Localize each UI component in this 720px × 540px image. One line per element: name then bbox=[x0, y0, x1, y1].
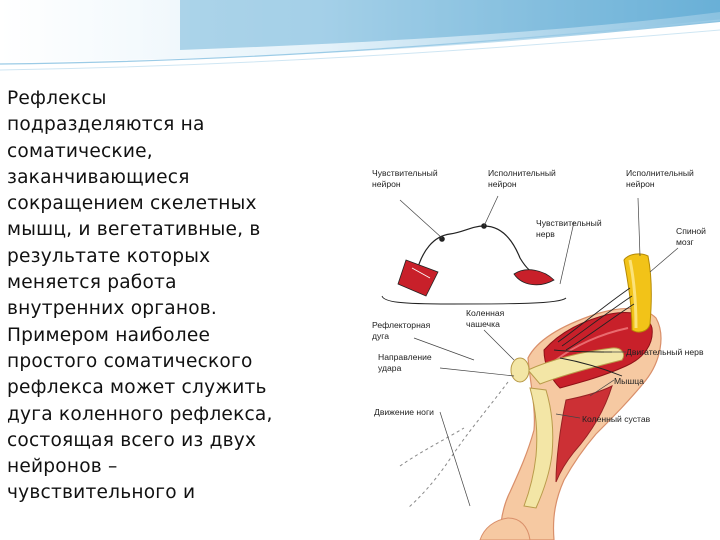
body-line: соматические, bbox=[7, 140, 153, 162]
body-line: чувствительного и bbox=[7, 482, 196, 504]
body-line: состоящая всего из двух bbox=[7, 429, 257, 451]
figure-labels: Чувствительный нейрон Исполнительный ней… bbox=[372, 168, 706, 424]
label-spinal-cord: Спиной bbox=[676, 226, 706, 236]
tibia-bone bbox=[523, 387, 554, 509]
label-sensory-nerve: Чувствительный bbox=[536, 218, 602, 228]
body-line: Примером наиболее bbox=[7, 324, 211, 346]
label-knee-joint: Коленный сустав bbox=[582, 414, 651, 424]
kneecap bbox=[510, 357, 530, 383]
body-line: нейронов – bbox=[7, 456, 118, 478]
label-executive-neuron-b-2: нейрон bbox=[626, 179, 655, 189]
leg-movement-outline bbox=[399, 381, 509, 509]
label-leaders bbox=[399, 195, 679, 507]
body-line: рефлекса может служить bbox=[7, 377, 267, 399]
body-line: дуга коленного рефлекса, bbox=[7, 403, 273, 425]
label-reflex-arc-2: дуга bbox=[372, 331, 389, 341]
body-line: подразделяются на bbox=[7, 114, 205, 136]
label-executive-neuron-2: нейрон bbox=[488, 179, 517, 189]
label-kneecap: Коленная bbox=[466, 308, 505, 318]
label-sensory-neuron: Чувствительный bbox=[372, 168, 438, 178]
label-muscle: Мышца bbox=[614, 376, 644, 386]
label-leg-movement: Движение ноги bbox=[374, 407, 434, 417]
body-line: Рефлексы bbox=[7, 88, 107, 109]
header-decoration bbox=[0, 0, 720, 71]
label-executive-neuron-b: Исполнительный bbox=[626, 168, 694, 178]
label-direction-2: удара bbox=[378, 363, 402, 373]
body-line: результате которых bbox=[7, 245, 211, 267]
body-line: внутренних органов. bbox=[7, 298, 218, 320]
label-kneecap-2: чашечка bbox=[466, 319, 500, 329]
body-line: сокращением скелетных bbox=[7, 193, 257, 215]
body-line: меняется работа bbox=[7, 272, 177, 294]
label-motor-nerve: Двигательный нерв bbox=[626, 347, 704, 357]
calf-muscle bbox=[555, 385, 613, 483]
body-text: Рефлексы подразделяются на соматические,… bbox=[7, 86, 352, 507]
body-line: простого соматического bbox=[7, 350, 253, 372]
label-spinal-cord-2: мозг bbox=[676, 237, 694, 247]
body-line: заканчивающиеся bbox=[7, 166, 190, 188]
body-line: мышц, и вегетативные, в bbox=[7, 219, 261, 241]
schematic-arc bbox=[381, 223, 567, 305]
nerve-fibres bbox=[553, 287, 635, 377]
label-sensory-nerve-2: нерв bbox=[536, 229, 555, 239]
label-sensory-neuron-2: нейрон bbox=[372, 179, 401, 189]
label-executive-neuron: Исполнительный bbox=[488, 168, 556, 178]
label-direction: Направление bbox=[378, 352, 432, 362]
knee-reflex-figure: Чувствительный нейрон Исполнительный ней… bbox=[372, 168, 706, 540]
label-reflex-arc: Рефлекторная bbox=[372, 320, 431, 330]
